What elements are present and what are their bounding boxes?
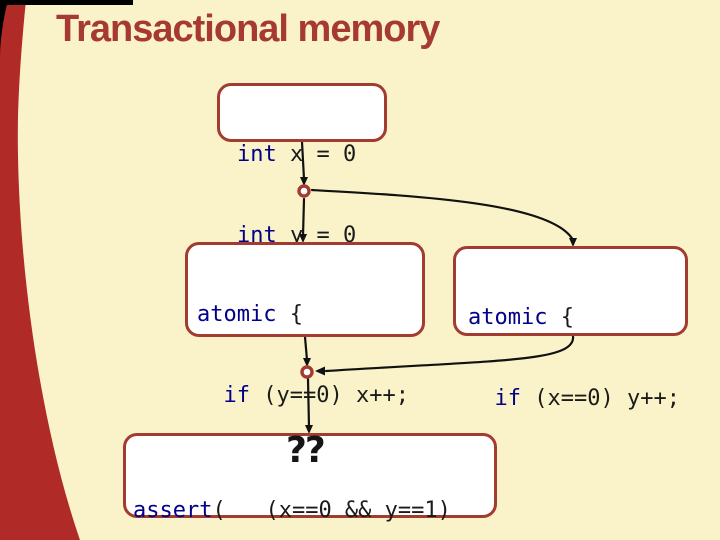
keyword: assert xyxy=(133,498,213,523)
code-line: if (y==0) x++; xyxy=(223,383,409,408)
keyword: atomic xyxy=(468,305,548,330)
top-accent-bar xyxy=(0,0,133,5)
code-line: int x = 0 xyxy=(237,142,357,167)
code-line: } xyxy=(468,466,685,493)
keyword: if xyxy=(494,386,522,411)
keyword: atomic xyxy=(197,302,277,327)
question-marks-overlay: ?? xyxy=(286,430,326,471)
code-box-assert: assert( (x==0 && y==1) || (x==1 && y==0)… xyxy=(123,433,497,523)
code-box-atomic-left: atomic { if (y==0) x++; } xyxy=(185,242,425,489)
keyword: if xyxy=(223,383,251,408)
keyword: int xyxy=(237,142,277,167)
code-line: atomic { xyxy=(468,305,574,330)
code-line: atomic { xyxy=(197,302,303,327)
page-title: Transactional memory xyxy=(56,8,440,50)
code-line: assert( (x==0 && y==1) xyxy=(133,498,451,523)
code-box-init: int x = 0 int y = 0 xyxy=(217,83,387,248)
code-line: if (x==0) y++; xyxy=(494,386,680,411)
code-box-atomic-right: atomic { if (x==0) y++; } xyxy=(453,246,688,492)
